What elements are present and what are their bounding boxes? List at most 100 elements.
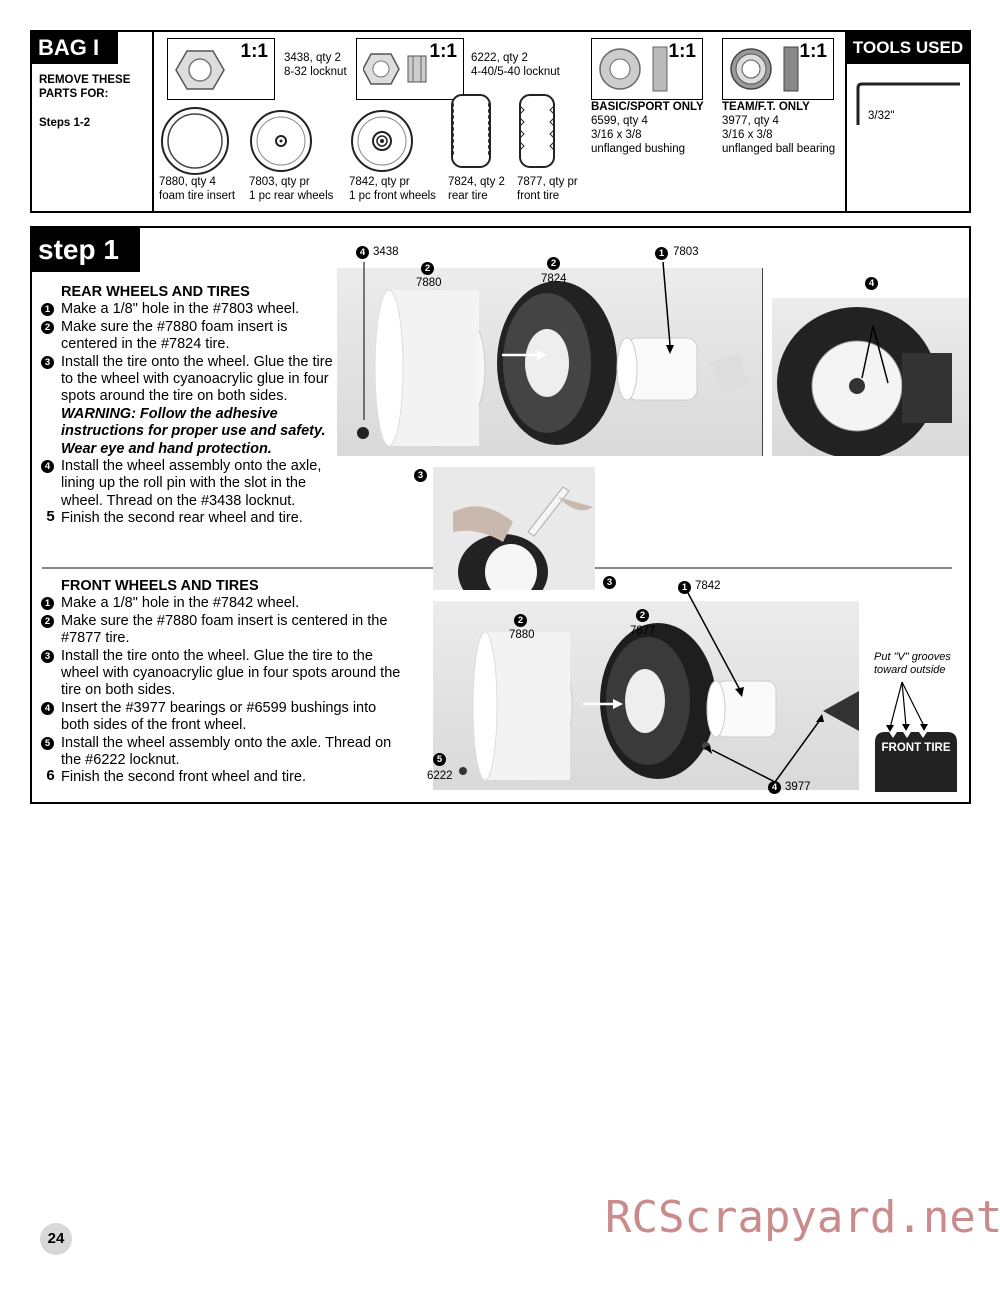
step-number-badge: 1 [41, 597, 54, 611]
rear-step-2: 2 Make sure the #7880 foam insert is cent… [40, 319, 335, 354]
step-number-badge: 2 [41, 614, 54, 628]
part-3977-line3: unflanged ball bearing [722, 143, 836, 155]
step-number: 6 [46, 767, 55, 785]
front-tire-diagram [875, 681, 957, 792]
step-text: Insert the #3977 bearings or #6599 bushi… [61, 699, 377, 734]
front-heading: FRONT WHEELS AND TIRES [61, 578, 259, 594]
front-wheel-exploded-photo [433, 601, 859, 790]
step-number-badge: 3 [41, 649, 54, 663]
part-3977-head: TEAM/F.T. ONLY [722, 101, 810, 113]
front-step-5: 5 Install the wheel assembly onto the axl… [40, 735, 405, 770]
bag-parts-panel [30, 30, 971, 213]
part-3438-line1: 3438, qty 2 [284, 52, 341, 64]
step-text: Make a 1/8" hole in the #7803 wheel. [61, 301, 300, 318]
bushing-icon [599, 46, 668, 92]
v-groove-note: Put "V" grooves toward outside [874, 651, 951, 676]
bag-title: BAG I [32, 32, 118, 64]
photo-separator [762, 268, 763, 456]
step-text: Install the tire onto the wheel. Glue th… [61, 353, 333, 405]
callout-badge-3: 3 [603, 576, 616, 589]
scale-label: 1:1 [240, 41, 268, 62]
part-3977-box: 1:1 [722, 38, 834, 100]
part-6599-box: 1:1 [591, 38, 703, 100]
part-6599-line3: unflanged bushing [591, 143, 685, 155]
step-number-badge: 5 [41, 736, 54, 750]
callout-7824: 7824 [541, 273, 567, 285]
callout-6222: 6222 [427, 770, 453, 782]
glue-illustration [453, 486, 593, 590]
page-number: 24 [40, 1223, 72, 1255]
ball-bearing-icon [730, 46, 799, 92]
hex-key-icon [856, 82, 960, 125]
front-wheel-icon [351, 110, 413, 172]
part-6222-line2: 4-40/5-40 locknut [471, 66, 560, 78]
part-7877-line2: front tire [517, 190, 560, 202]
callout-7877: 7877 [630, 625, 656, 637]
step-number: 5 [46, 508, 55, 526]
callout-badge-5: 5 [433, 753, 446, 766]
part-3977-line2: 3/16 x 3/8 [722, 129, 773, 141]
part-7842-line2: 1 pc front wheels [349, 190, 436, 202]
step-number-badge: 2 [41, 320, 54, 334]
site-watermark: RCScrapyard.net [605, 1192, 1000, 1243]
tool-label: 3/32" [868, 110, 895, 122]
tools-title: TOOLS USED [847, 32, 969, 64]
callout-badge-2: 2 [636, 609, 649, 622]
step-text: Install the wheel assembly onto the axle… [61, 458, 322, 509]
front-step-4: 4 Insert the #3977 bearings or #6599 bush… [40, 700, 405, 735]
part-6599-head: BASIC/SPORT ONLY [591, 101, 704, 113]
locknut-icon [175, 50, 225, 90]
front-step-1: 1 Make a 1/8" hole in the #7842 wheel. [40, 595, 405, 612]
step-number-badge: 4 [41, 701, 54, 715]
part-6222-box: 1:1 [356, 38, 464, 100]
part-7880-line1: 7880, qty 4 [159, 176, 216, 188]
safety-warning: WARNING: Follow the adhesive instruction… [61, 405, 326, 457]
part-7842-line1: 7842, qty pr [349, 176, 410, 188]
glue-application-photo [433, 467, 595, 590]
step-number-badge: 4 [41, 460, 54, 474]
part-3977-line1: 3977, qty 4 [722, 115, 779, 127]
bag-divider [152, 30, 154, 213]
front-step-3: 3 Install the tire onto the wheel. Glue t… [40, 648, 405, 700]
step-text: Make a 1/8" hole in the #7842 wheel. [61, 595, 300, 612]
part-3438-line2: 8-32 locknut [284, 66, 347, 78]
part-6599-line1: 6599, qty 4 [591, 115, 648, 127]
step-text: Make sure the #7880 foam insert is cente… [61, 318, 288, 353]
bag-subtitle: REMOVE THESE PARTS FOR: [39, 74, 131, 100]
part-7877-line1: 7877, qty pr [517, 176, 578, 188]
rear-heading: REAR WHEELS AND TIRES [61, 284, 250, 300]
rear-step-1: 1 Make a 1/8" hole in the #7803 wheel. [40, 301, 335, 318]
front-parts-illustration [459, 623, 859, 781]
callout-badge-3: 3 [414, 469, 427, 482]
step-text: Install the wheel assembly onto the axle… [61, 734, 392, 769]
part-7803-line2: 1 pc rear wheels [249, 190, 334, 202]
part-7880-line2: foam tire insert [159, 190, 236, 202]
assembled-wheel-illustration [777, 307, 952, 456]
step-number-badge: 1 [41, 303, 54, 317]
step-number-badge: 3 [41, 355, 54, 369]
scale-label: 1:1 [668, 41, 696, 62]
rear-parts-illustration [357, 281, 749, 447]
part-7824-line1: 7824, qty 2 [448, 176, 505, 188]
callout-badge-4: 4 [768, 781, 781, 794]
scale-label: 1:1 [799, 41, 827, 62]
scale-label: 1:1 [429, 41, 457, 62]
part-7824-line2: rear tire [448, 190, 488, 202]
rear-wheel-icon [250, 110, 312, 172]
callout-3438: 3438 [373, 246, 399, 258]
callout-badge-1: 1 [655, 247, 668, 260]
part-7803-line1: 7803, qty pr [249, 176, 310, 188]
callout-badge-2: 2 [547, 257, 560, 270]
callout-badge-2: 2 [421, 262, 434, 275]
bag-steps: Steps 1-2 [39, 117, 91, 129]
callout-badge-4: 4 [356, 246, 369, 259]
callout-arrows [363, 261, 824, 783]
step-text: Install the tire onto the wheel. Glue th… [61, 647, 401, 699]
rear-wheel-exploded-photo [337, 268, 762, 456]
front-tire-icon [519, 94, 555, 168]
step-panel [30, 226, 971, 804]
callout-3977: 3977 [785, 781, 811, 793]
front-tire-label: FRONT TIRE [881, 742, 951, 754]
